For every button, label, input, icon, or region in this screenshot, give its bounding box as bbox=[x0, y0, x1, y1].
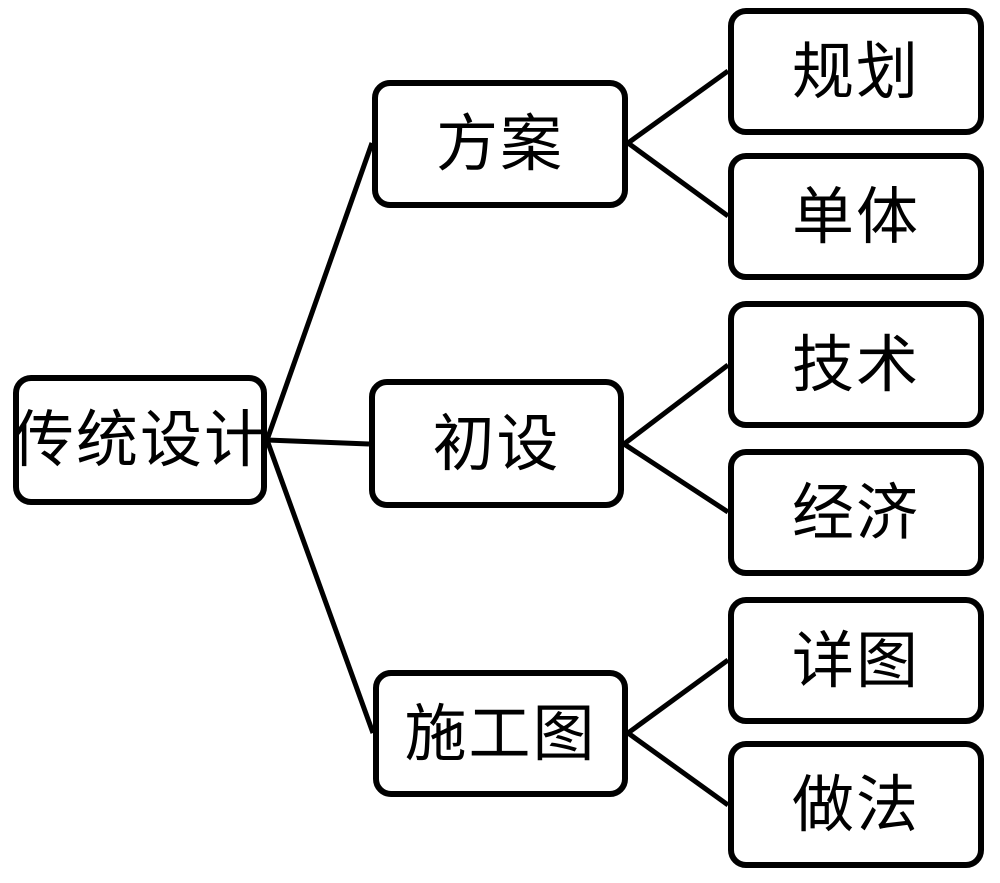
node-single-building: 单体 bbox=[728, 153, 984, 280]
node-scheme: 方案 bbox=[372, 80, 628, 208]
edge-root-to-scheme bbox=[264, 142, 375, 441]
node-construction-drawing: 施工图 bbox=[373, 670, 628, 797]
edge-preliminary-to-technical bbox=[622, 363, 730, 446]
edge-preliminary-to-economic bbox=[622, 441, 730, 515]
node-construction-drawing-label: 施工图 bbox=[404, 696, 597, 770]
node-technical-label: 技术 bbox=[791, 327, 920, 401]
edge-construction-to-detail bbox=[626, 657, 730, 736]
node-preliminary-design-label: 初设 bbox=[432, 406, 561, 480]
node-preliminary-design: 初设 bbox=[369, 379, 624, 508]
edge-construction-to-method bbox=[626, 730, 730, 808]
node-detail-drawing-label: 详图 bbox=[791, 623, 920, 697]
node-traditional-design: 传统设计 bbox=[12, 375, 269, 505]
node-method: 做法 bbox=[728, 741, 984, 868]
node-traditional-design-label: 传统设计 bbox=[12, 403, 269, 476]
node-method-label: 做法 bbox=[791, 767, 920, 841]
edge-root-to-preliminary bbox=[266, 437, 370, 447]
node-detail-drawing: 详图 bbox=[728, 597, 984, 724]
edge-root-to-construction bbox=[264, 439, 376, 734]
edge-scheme-to-single bbox=[626, 140, 730, 219]
node-economic: 经济 bbox=[728, 449, 984, 576]
node-economic-label: 经济 bbox=[791, 475, 920, 549]
node-single-building-label: 单体 bbox=[791, 179, 920, 253]
node-technical: 技术 bbox=[728, 301, 984, 428]
edge-scheme-to-planning bbox=[626, 68, 730, 146]
node-planning: 规划 bbox=[728, 8, 984, 135]
node-scheme-label: 方案 bbox=[435, 107, 564, 180]
node-planning-label: 规划 bbox=[791, 34, 920, 108]
